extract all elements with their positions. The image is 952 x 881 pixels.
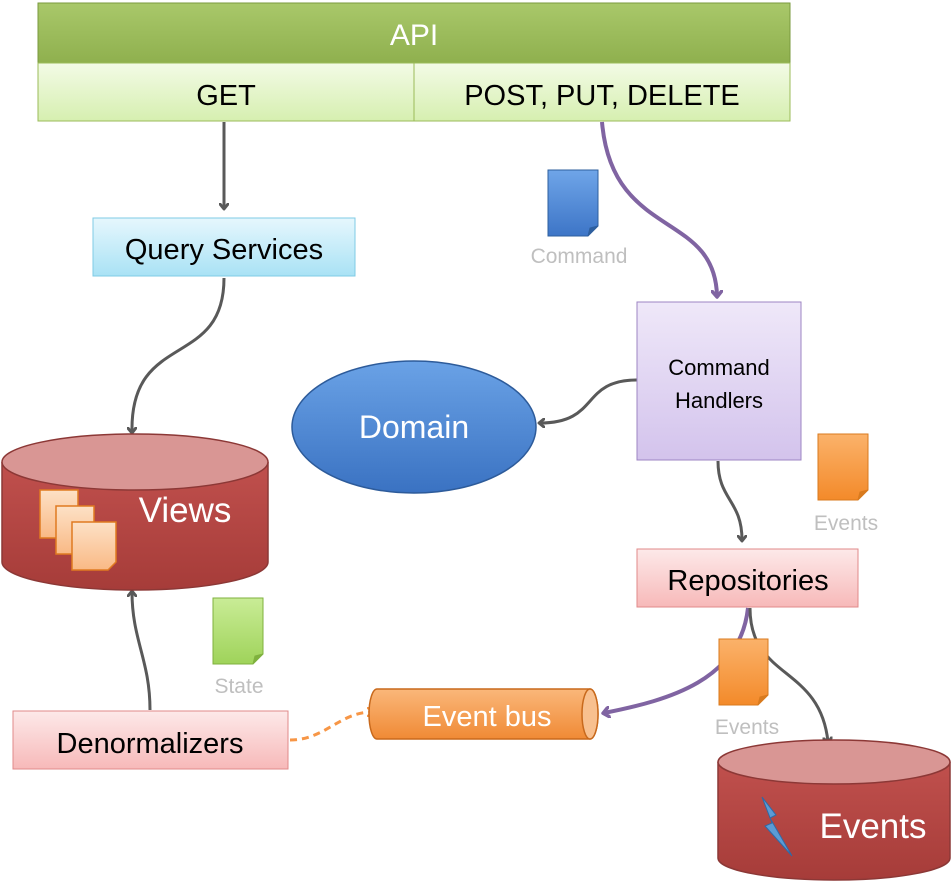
views-cylinder: Views bbox=[1, 433, 269, 591]
documents-stack-icon bbox=[39, 489, 117, 571]
events-document-icon-2 bbox=[718, 638, 769, 706]
events-caption-2: Events bbox=[715, 716, 779, 739]
get-cell bbox=[37, 62, 415, 122]
arrow-denormalizers-to-event-bus bbox=[289, 712, 372, 742]
repositories-label: Repositories bbox=[667, 565, 828, 597]
domain-ellipse: Domain bbox=[291, 360, 537, 494]
events-document-1: Events bbox=[814, 433, 878, 535]
api-block: API GET POST, PUT, DELETE bbox=[37, 2, 791, 122]
domain-label: Domain bbox=[359, 409, 469, 445]
events-store-label: Events bbox=[820, 807, 927, 846]
event-bus: Event bus bbox=[368, 688, 599, 740]
event-bus-label: Event bus bbox=[423, 701, 552, 733]
api-title: API bbox=[390, 19, 438, 52]
events-caption-1: Events bbox=[814, 512, 878, 535]
command-document-icon bbox=[547, 169, 599, 237]
events-document-icon-1 bbox=[817, 433, 869, 501]
lightning-icon bbox=[761, 796, 793, 857]
state-document: State bbox=[212, 597, 264, 698]
arrow-repositories-to-events-store bbox=[748, 607, 828, 742]
arrow-repositories-to-event-bus bbox=[604, 607, 750, 713]
state-document-icon bbox=[212, 597, 264, 665]
denormalizers-label: Denormalizers bbox=[57, 728, 244, 760]
command-handlers-label-line1: Command bbox=[668, 355, 769, 380]
command-document: Command bbox=[531, 169, 628, 268]
state-caption: State bbox=[214, 675, 263, 698]
post-put-delete-cell bbox=[413, 62, 791, 122]
command-handlers-label-line2: Handlers bbox=[675, 388, 763, 413]
post-put-delete-label: POST, PUT, DELETE bbox=[464, 80, 740, 112]
arrow-handlers-to-domain bbox=[540, 378, 638, 423]
arrow-query-to-views bbox=[132, 277, 226, 432]
denormalizers-box: Denormalizers bbox=[12, 710, 289, 770]
views-label: Views bbox=[139, 491, 232, 530]
command-caption: Command bbox=[531, 245, 628, 268]
events-document-2: Events bbox=[715, 638, 779, 739]
arrow-handlers-to-repositories bbox=[716, 460, 742, 540]
repositories-box: Repositories bbox=[636, 548, 859, 608]
arrow-denormalizers-to-views bbox=[132, 592, 152, 711]
arrow-command-flow bbox=[600, 121, 717, 296]
get-label: GET bbox=[196, 80, 256, 112]
events-store-cylinder: Events bbox=[717, 739, 951, 881]
query-services-box: Query Services bbox=[92, 217, 356, 277]
query-services-label: Query Services bbox=[125, 234, 323, 266]
command-handlers-box: Command Handlers bbox=[636, 301, 802, 461]
